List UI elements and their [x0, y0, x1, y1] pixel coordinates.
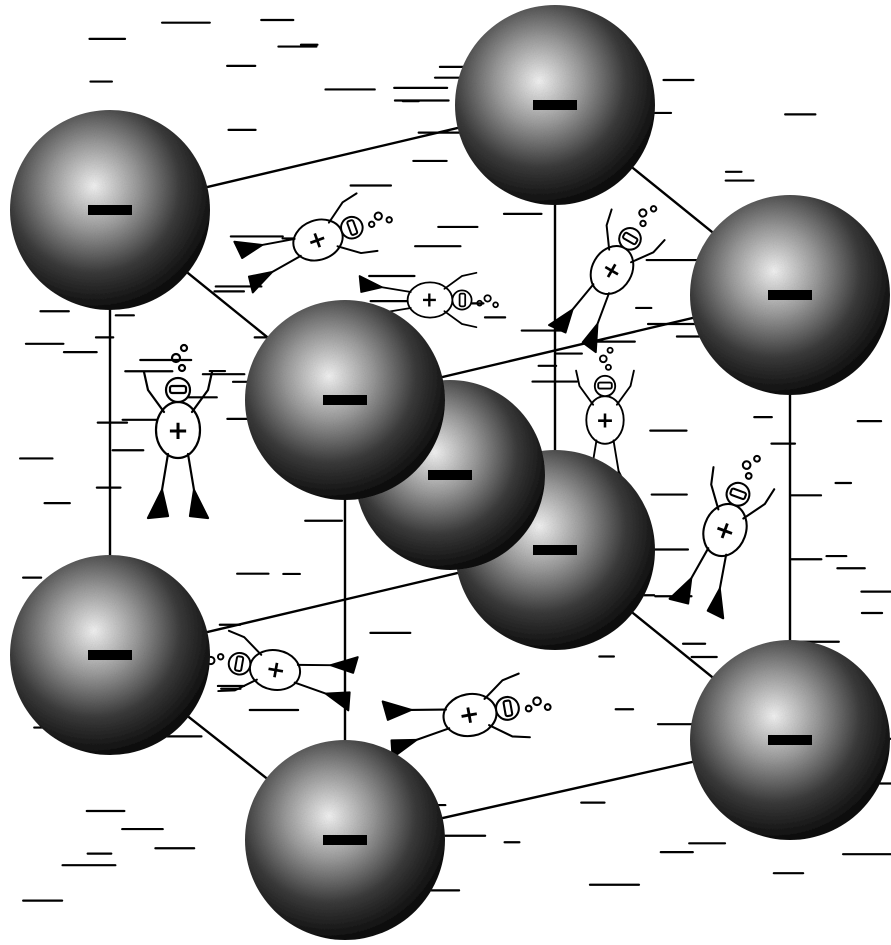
- air-bubbles-icon: [477, 295, 498, 307]
- negative-charge-label: [768, 290, 812, 300]
- anion-center-back: [690, 640, 890, 840]
- anion-right-lower: [245, 300, 445, 500]
- anion-top-center: [455, 5, 655, 205]
- negative-charge-label: [533, 545, 577, 555]
- anion-right-upper: [690, 195, 890, 395]
- negative-charge-label: [768, 735, 812, 745]
- positive-charge-label: +: [167, 416, 189, 446]
- positive-charge-label: +: [596, 408, 615, 434]
- air-bubbles-icon: [634, 201, 657, 228]
- negative-charge-label: [88, 205, 132, 215]
- scuba-diver-electron-icon: +: [666, 443, 783, 620]
- scuba-diver-electron-icon: +: [194, 627, 358, 714]
- air-bubbles-icon: [739, 452, 761, 480]
- negative-charge-label: [533, 100, 577, 110]
- scuba-diver-electron-icon: +: [233, 185, 400, 296]
- scuba-diver-electron-icon: +: [546, 188, 677, 353]
- anion-center-middle: [245, 740, 445, 940]
- air-bubbles-icon: [366, 209, 393, 230]
- negative-charge-label: [323, 395, 367, 405]
- air-bubbles-icon: [524, 695, 551, 713]
- scuba-diver-electron-icon: +: [382, 669, 555, 761]
- air-bubbles-icon: [600, 348, 613, 370]
- anion-center-front: [10, 555, 210, 755]
- negative-charge-label: [323, 835, 367, 845]
- anion-top-left: [10, 110, 210, 310]
- negative-charge-label: [428, 470, 472, 480]
- ion-spheres: [10, 5, 890, 940]
- positive-charge-label: +: [418, 291, 442, 308]
- air-bubbles-icon: [172, 345, 187, 371]
- negative-charge-label: [88, 650, 132, 660]
